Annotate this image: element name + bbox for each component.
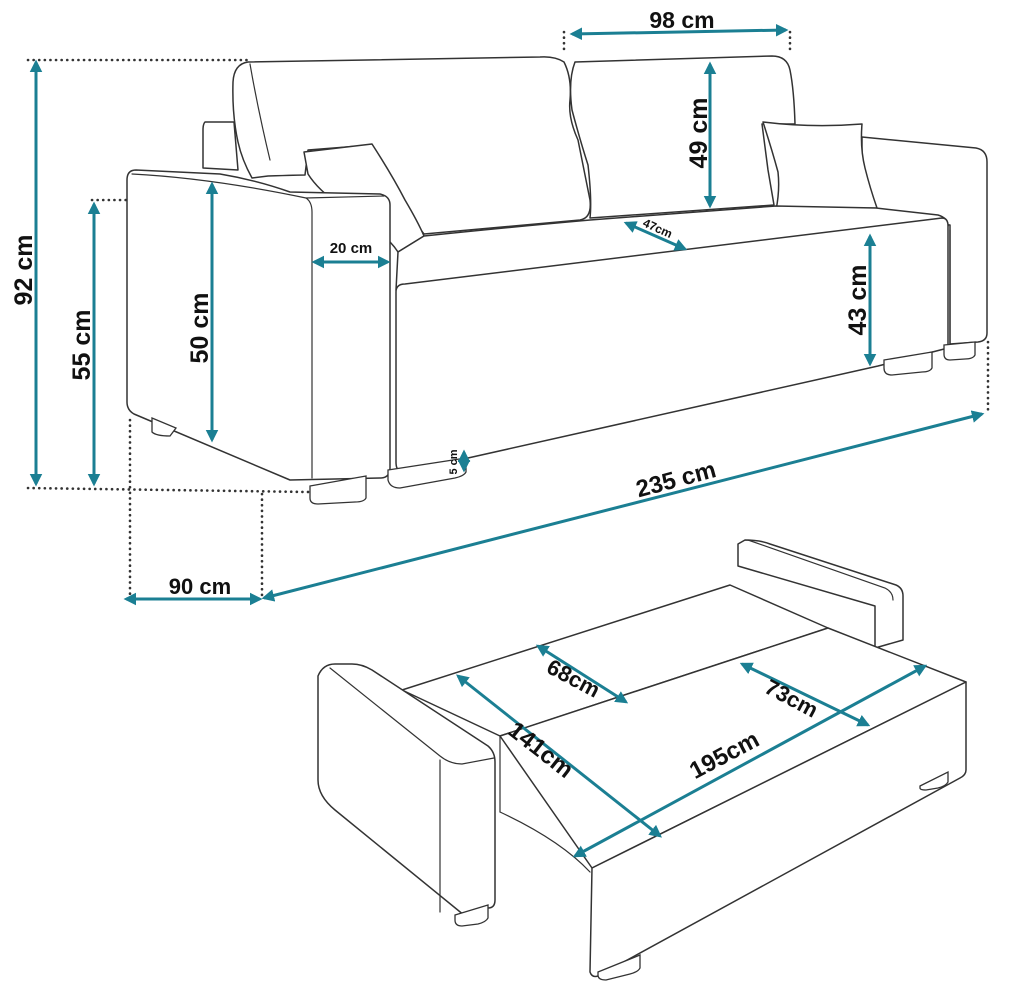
label-total-depth: 90 cm [169,574,231,599]
throw-pillow-right [762,121,878,211]
label-armrest-width: 20 cm [330,240,373,257]
leg [943,341,976,361]
label-armrest-height: 55 cm [68,310,96,381]
dim-arrow-seat-depth [623,221,688,251]
left-back-armrest [202,121,239,171]
leg [151,417,178,437]
dim-arrow-total-width [261,410,985,602]
bed-leg [597,954,641,981]
dim-arrow-sleeping-width [572,664,928,858]
dimension-arrows [29,23,985,858]
label-total-height: 92 cm [10,235,38,306]
label-total-width: 235 cm [633,456,719,503]
label-seat-height: 43 cm [844,265,872,336]
leg [309,475,367,505]
back-cushion-right [569,55,796,219]
bed-leg [454,904,489,927]
label-armrest-side-height: 50 cm [186,293,214,364]
leg [883,351,933,376]
right-armrest [861,136,988,345]
label-back-cushion-height: 49 cm [685,98,713,169]
back-cushion-left [232,56,592,235]
bed-drawing [317,539,967,981]
label-leg-height: 5 cm [448,449,460,474]
sofa-drawing [126,55,988,505]
label-back-cushion-width: 98 cm [649,7,714,33]
dim-arrow-back-cushion-width [569,23,789,41]
